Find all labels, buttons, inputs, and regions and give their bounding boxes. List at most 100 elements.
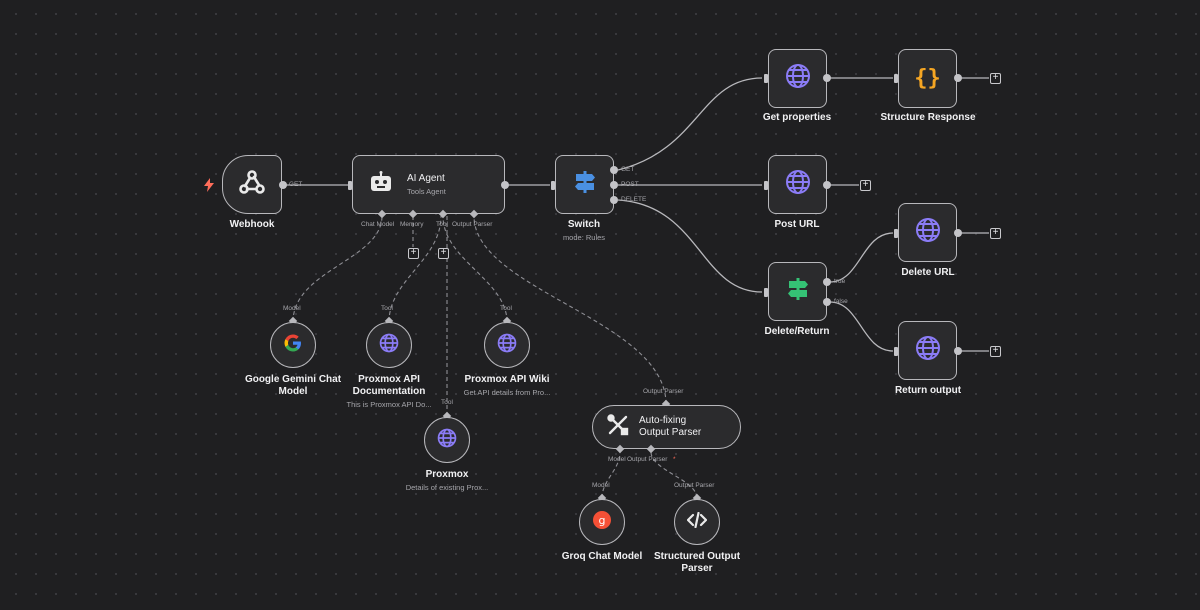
structure-response-label: Structure Response [880,112,976,123]
switch-delete-label: DELETE [621,196,647,203]
gemini-port-label: Model [283,305,301,312]
globe-icon [379,333,399,358]
node-post-url[interactable] [768,155,827,214]
node-structure-response[interactable]: {} [898,49,957,108]
delete-return-input-port[interactable] [764,288,768,297]
add-memory-button[interactable]: + [408,248,419,259]
webhook-label: Webhook [229,219,275,230]
delete-url-input-port[interactable] [894,229,898,238]
return-output-input-port[interactable] [894,347,898,356]
agent-tool-label: Tool [436,221,448,228]
get-properties-input-port[interactable] [764,74,768,83]
google-g-icon [284,334,302,357]
trigger-bolt-icon [203,178,215,192]
switch-input-port[interactable] [551,181,555,190]
node-groq[interactable]: g [579,499,625,545]
proxmox-api-wiki-label: Proxmox API Wiki [464,374,550,385]
edge-wiki-agent [442,215,508,323]
proxmox-port-label: Tool [441,399,453,406]
add-tool-button[interactable]: + [438,248,449,259]
signpost-icon [785,276,811,307]
if-true-label: true [834,278,846,285]
switch-subtitle: mode: Rules [562,233,606,242]
structure-input-port[interactable] [894,74,898,83]
node-proxmox[interactable] [424,417,470,463]
node-delete-return[interactable] [768,262,827,321]
gemini-label: Google Gemini Chat Model [244,374,342,397]
globe-icon [915,335,941,366]
globe-icon [915,217,941,248]
add-after-structure-button[interactable]: + [990,73,1001,84]
node-gemini[interactable] [270,322,316,368]
post-url-output-port[interactable] [823,181,831,189]
edge-doc-agent [388,215,442,323]
edge-switch-delete [617,199,763,293]
node-switch[interactable] [555,155,614,214]
node-ai-agent[interactable]: AI Agent Tools Agent [352,155,505,214]
node-structured-parser[interactable] [674,499,720,545]
node-delete-url[interactable] [898,203,957,262]
autofix-model-label: Model [608,456,626,463]
proxmox-api-wiki-subtitle: Get API details from Pro... [463,388,551,397]
switch-post-label: POST [621,181,639,188]
autofix-required-mark: * [673,456,676,463]
groq-label: Groq Chat Model [561,551,643,562]
doc-port-label: Tool [381,305,393,312]
delete-url-output-port[interactable] [954,229,962,237]
get-properties-output-port[interactable] [823,74,831,82]
delete-return-label: Delete/Return [764,326,830,337]
node-return-output[interactable] [898,321,957,380]
agent-input-port[interactable] [348,181,352,190]
proxmox-label: Proxmox [425,469,469,480]
add-after-return-button[interactable]: + [990,346,1001,357]
svg-text:g: g [599,514,606,527]
groq-icon: g [593,510,611,534]
webhook-icon [237,167,267,202]
robot-icon [369,171,393,198]
wiki-port-label: Tool [500,305,512,312]
node-proxmox-api-doc[interactable] [366,322,412,368]
get-properties-label: Get properties [762,112,832,123]
globe-icon [785,63,811,94]
groq-port-label: Model [592,482,610,489]
tools-icon [607,413,629,441]
globe-icon [437,428,457,453]
if-true-port[interactable] [823,278,831,286]
structured-port-label: Output Parser [674,482,715,489]
edge-groq-autofix [601,451,621,499]
signpost-icon [572,169,598,200]
autofix-port-label: Output Parser [643,388,684,395]
webhook-output-port[interactable] [279,181,287,189]
edge-if-true [829,232,894,283]
agent-output-parser-label: Output Parser [452,221,493,228]
structured-parser-label: Structured Output Parser [653,551,741,574]
if-false-port[interactable] [823,298,831,306]
switch-get-port[interactable] [610,166,618,174]
structure-output-port[interactable] [954,74,962,82]
edge-gemini-agent [292,215,383,323]
delete-url-label: Delete URL [901,267,955,278]
post-url-input-port[interactable] [764,181,768,190]
post-url-label: Post URL [774,219,820,230]
agent-output-port[interactable] [501,181,509,189]
switch-get-label: GET [621,166,635,173]
if-false-label: false [834,298,848,305]
node-webhook[interactable] [222,155,282,214]
add-after-delete-button[interactable]: + [990,228,1001,239]
agent-title: AI Agent [407,173,445,184]
return-output-output-port[interactable] [954,347,962,355]
node-get-properties[interactable] [768,49,827,108]
code-icon [686,511,708,533]
switch-post-port[interactable] [610,181,618,189]
node-autofix-parser[interactable]: Auto-fixing Output Parser [592,405,741,449]
proxmox-api-doc-subtitle: This is Proxmox API Do... [346,400,432,409]
edge-switch-get [617,77,763,171]
agent-subtitle: Tools Agent [407,187,446,196]
switch-delete-port[interactable] [610,196,618,204]
agent-text: AI Agent Tools Agent [407,173,446,196]
agent-chat-model-label: Chat Model [361,221,395,228]
webhook-port-label: GET [289,181,303,188]
node-proxmox-api-wiki[interactable] [484,322,530,368]
add-after-post-button[interactable]: + [860,180,871,191]
